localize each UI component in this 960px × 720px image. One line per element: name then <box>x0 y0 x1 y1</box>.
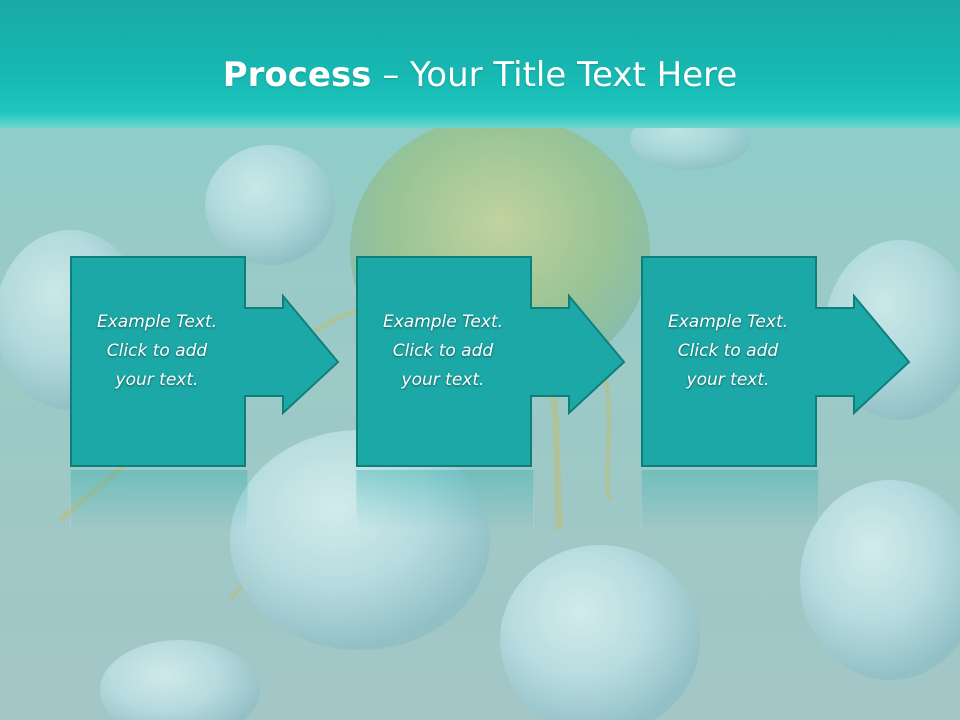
step-1-reflection <box>70 470 248 530</box>
step-2-reflection <box>356 470 534 530</box>
step-text[interactable]: Example Text. Click to add your text. <box>382 312 504 390</box>
step-text[interactable]: Example Text. Click to add your text. <box>96 312 218 390</box>
step-arrow-shape <box>356 256 626 467</box>
process-step-3[interactable]: Example Text. Click to add your text. <box>641 256 911 468</box>
step-arrow-shape <box>641 256 911 467</box>
slide-title[interactable]: Process – Your Title Text Here <box>0 52 960 98</box>
title-rest: – Your Title Text Here <box>371 55 738 95</box>
step-3-reflection <box>641 470 819 530</box>
process-step-1[interactable]: Example Text. Click to add your text. <box>70 256 340 468</box>
step-text[interactable]: Example Text. Click to add your text. <box>667 312 789 390</box>
title-strong: Process <box>222 55 372 95</box>
process-step-2[interactable]: Example Text. Click to add your text. <box>356 256 626 468</box>
step-arrow-shape <box>70 256 340 467</box>
title-bar <box>0 0 960 128</box>
